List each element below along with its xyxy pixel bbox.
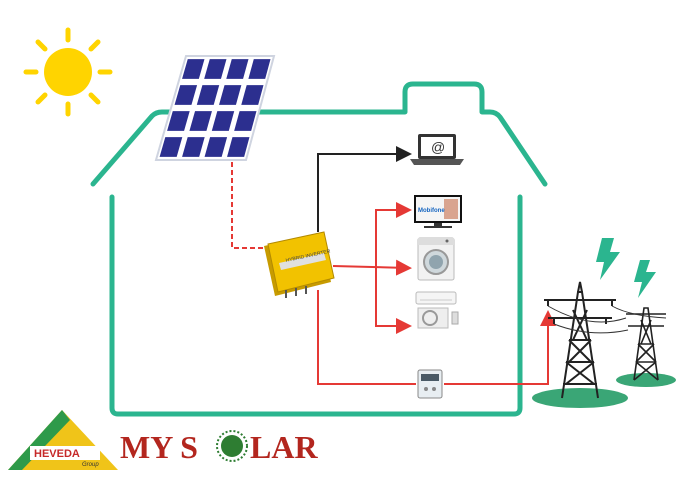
lightning-bolt-icon [596, 238, 620, 280]
solar-panel-icon [154, 55, 276, 161]
tv-icon: Mobifone [414, 195, 462, 228]
ac-line-ac [375, 268, 412, 334]
laptop-icon: @ [410, 134, 464, 165]
lightning-bolt-icon [634, 260, 656, 298]
mysolar-part2: LAR [250, 429, 318, 465]
mysolar-sun-icon [216, 430, 248, 462]
mysolar-part1: MY S [120, 429, 198, 465]
solar-cell [211, 111, 235, 131]
transmission-tower-icon [544, 281, 616, 399]
grid-ground [616, 373, 676, 387]
grid-ground [532, 388, 628, 408]
solar-cell [189, 111, 212, 131]
solar-cell [159, 137, 183, 157]
solar-cell [241, 85, 264, 105]
heveda-sub: Group [82, 462, 99, 468]
mysolar-logo: MY S LAR [120, 429, 318, 465]
ac-line-tv [375, 202, 412, 268]
solar-cell [226, 59, 249, 79]
grid-line [317, 290, 416, 385]
solar-cell [196, 85, 220, 105]
solar-cell [219, 85, 242, 105]
sun-icon [23, 27, 113, 117]
heveda-logo: HEVEDA Group [8, 410, 118, 470]
heveda-name: HEVEDA [34, 448, 80, 460]
laptop-screen-symbol: @ [431, 139, 445, 155]
ac-line-main [332, 259, 412, 276]
dc-line [231, 162, 268, 249]
power-cable [547, 305, 667, 334]
solar-cell [167, 111, 190, 131]
solar-cell [204, 59, 227, 79]
solar-cell [248, 59, 271, 79]
tv-screen-text: Mobifone [418, 208, 445, 214]
solar-cell [182, 137, 205, 157]
solar-cell [204, 137, 228, 157]
washing-machine-icon [417, 237, 455, 281]
solar-cell [174, 85, 198, 105]
air-conditioner-icon [415, 291, 459, 329]
grid-export-line [444, 310, 556, 385]
solar-cell [182, 59, 205, 79]
transmission-tower-icon [626, 307, 666, 381]
solar-cell [234, 111, 257, 131]
data-line-laptop [317, 146, 412, 232]
hybrid-inverter-icon: HYBRID INVERTER [264, 231, 335, 298]
house-outline [90, 81, 548, 417]
solar-cell [227, 137, 250, 157]
electric-meter-icon [417, 369, 443, 399]
